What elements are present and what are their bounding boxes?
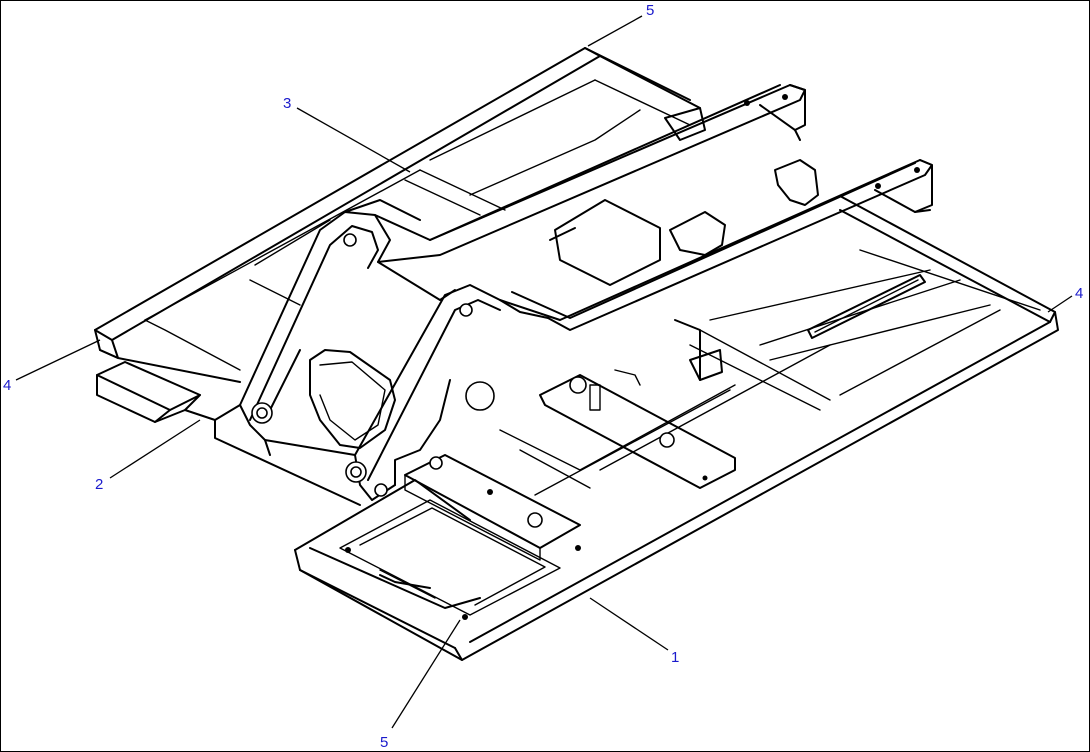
leader-4-left: [15, 339, 101, 381]
callout-5-bottom[interactable]: 5: [380, 734, 389, 751]
leader-5-bottom: [391, 619, 461, 729]
leader-2: [109, 419, 201, 479]
boom-mount: [239, 84, 933, 561]
callout-5-top[interactable]: 5: [646, 2, 655, 19]
callout-2[interactable]: 2: [95, 476, 104, 493]
leader-3: [296, 107, 411, 173]
bracket-block: [96, 361, 361, 506]
callout-4-left[interactable]: 4: [3, 377, 12, 394]
callout-4-right[interactable]: 4: [1075, 285, 1084, 302]
leader-4-right: [1047, 295, 1073, 313]
leader-1: [589, 597, 669, 651]
leader-5-top: [587, 15, 643, 47]
leader-lines: [15, 15, 1073, 729]
callout-3[interactable]: 3: [283, 95, 292, 112]
callout-1[interactable]: 1: [671, 649, 680, 666]
holes: [251, 94, 920, 620]
main-frame: [94, 47, 1059, 661]
